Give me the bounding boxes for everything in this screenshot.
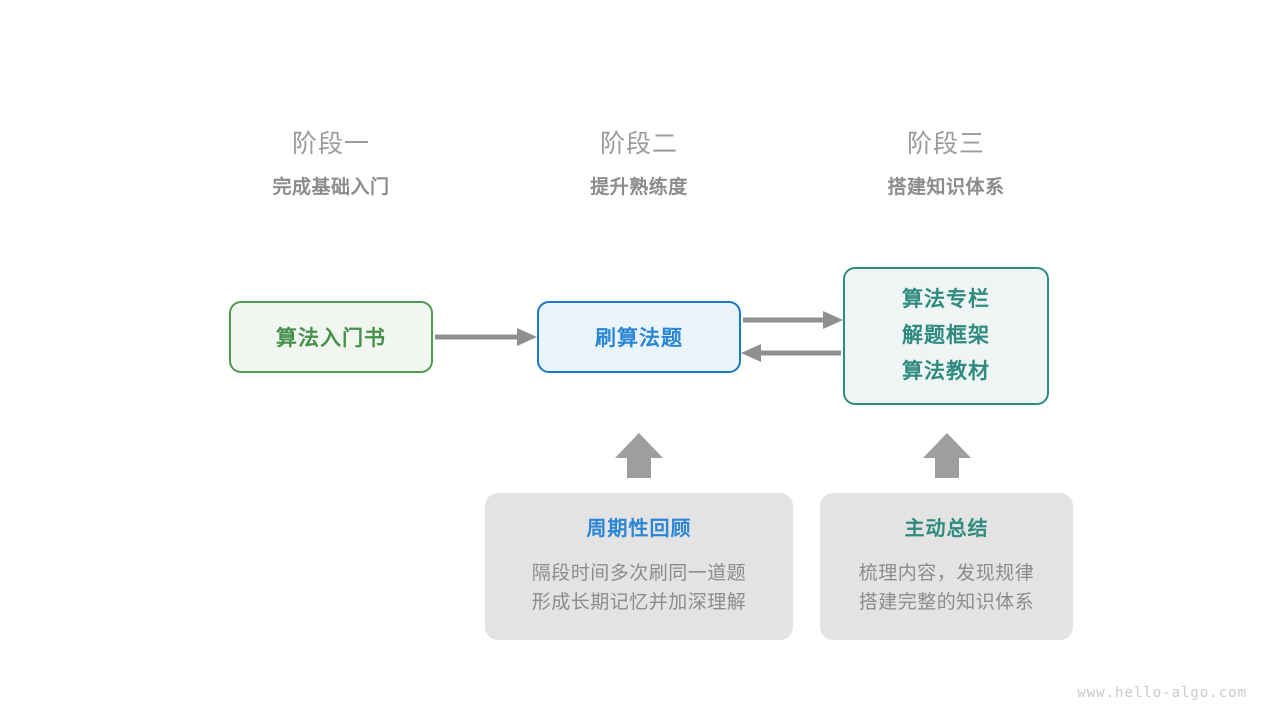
node-intro-book-label: 算法入门书	[276, 327, 386, 350]
node-practice-problems-label: 刷算法题	[595, 327, 683, 350]
stage-1-subtitle: 完成基础入门	[272, 177, 390, 198]
note-card-periodic-review[interactable]: 周期性回顾 隔段时间多次刷同一道题 形成长期记忆并加深理解	[485, 493, 793, 640]
note-card-active-summary[interactable]: 主动总结 梳理内容，发现规律 搭建完整的知识体系	[820, 493, 1073, 640]
note-review-title: 周期性回顾	[586, 518, 692, 540]
node-practice-problems[interactable]: 刷算法题	[537, 301, 741, 373]
node-resources-line-1: 算法专栏	[902, 288, 990, 311]
note-review-line-1: 隔段时间多次刷同一道题	[531, 563, 747, 584]
note-summary-line-2: 搭建完整的知识体系	[858, 592, 1035, 613]
note-review-line-2: 形成长期记忆并加深理解	[531, 592, 747, 613]
node-knowledge-resources[interactable]: 算法专栏 解题框架 算法教材	[843, 267, 1049, 405]
stage-header-1: 阶段一 完成基础入门	[211, 128, 451, 203]
site-watermark: www.hello-algo.com	[1077, 685, 1247, 701]
stage-3-subtitle: 搭建知识体系	[887, 177, 1005, 198]
stage-2-title: 阶段二	[599, 130, 678, 158]
arrow-summary-to-resources	[923, 433, 971, 478]
arrow-practice-to-resources	[743, 311, 843, 329]
stage-3-title: 阶段三	[906, 130, 985, 158]
stage-1-title: 阶段一	[291, 130, 370, 158]
stage-header-2: 阶段二 提升熟练度	[519, 128, 759, 203]
stage-header-3: 阶段三 搭建知识体系	[826, 128, 1066, 203]
arrow-review-to-practice	[615, 433, 663, 478]
node-resources-line-3: 算法教材	[902, 360, 990, 383]
node-intro-book[interactable]: 算法入门书	[229, 301, 433, 373]
node-resources-line-2: 解题框架	[902, 324, 990, 347]
note-review-body: 隔段时间多次刷同一道题 形成长期记忆并加深理解	[532, 559, 747, 617]
arrow-resources-to-practice	[741, 344, 841, 362]
stage-2-subtitle: 提升熟练度	[590, 177, 688, 198]
note-summary-title: 主动总结	[904, 518, 989, 540]
note-summary-line-1: 梳理内容，发现规律	[858, 563, 1035, 584]
arrow-book-to-practice	[435, 328, 537, 346]
note-summary-body: 梳理内容，发现规律 搭建完整的知识体系	[859, 559, 1035, 617]
